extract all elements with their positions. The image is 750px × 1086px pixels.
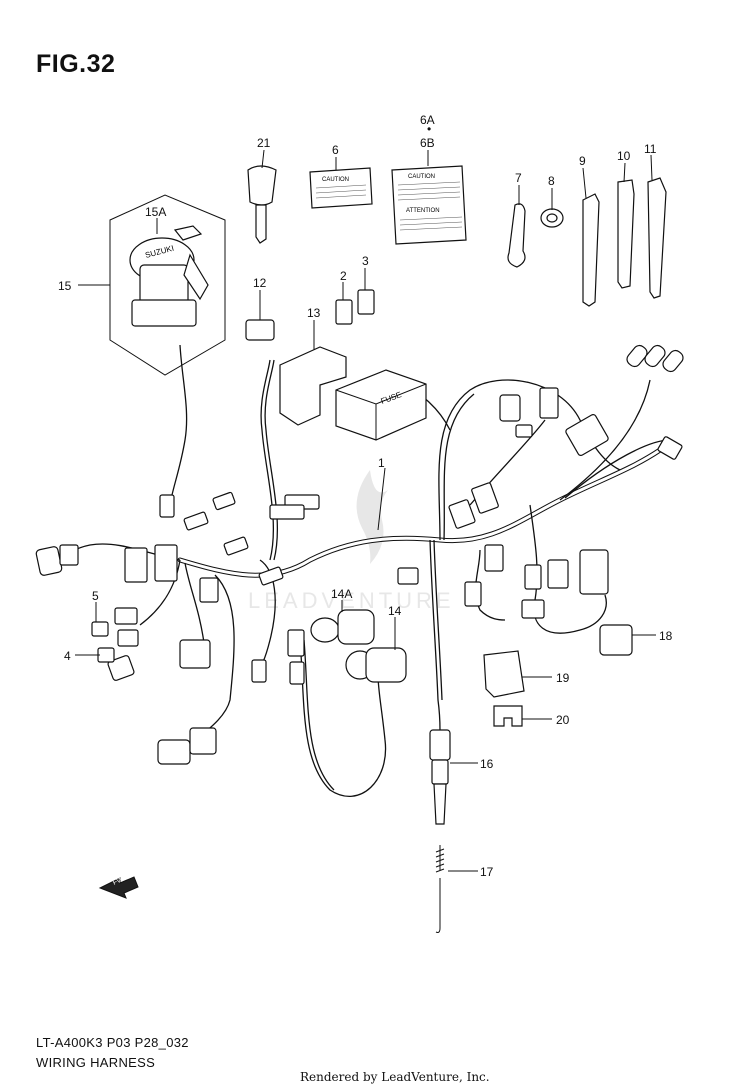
clamp-8[interactable] bbox=[540, 208, 564, 228]
callout-2: 2 bbox=[340, 269, 347, 283]
callouts: 1 2 3 4 5 6 6A • 6B 7 8 9 10 11 12 13 14… bbox=[58, 113, 673, 879]
sensor-14a[interactable] bbox=[310, 609, 375, 645]
caution-attention-label: CAUTION ATTENTION bbox=[391, 165, 467, 245]
caution-small-text: CAUTION bbox=[322, 177, 349, 183]
callout-13: 13 bbox=[307, 306, 321, 320]
callout-8: 8 bbox=[548, 174, 555, 188]
callout-15: 15 bbox=[58, 279, 72, 293]
callout-3: 3 bbox=[362, 254, 369, 268]
caution-large-text: CAUTION bbox=[408, 174, 435, 180]
figure-title: FIG.32 bbox=[36, 50, 116, 78]
attention-text: ATTENTION bbox=[406, 208, 440, 214]
cover-19[interactable] bbox=[483, 650, 525, 698]
callout-16: 16 bbox=[480, 757, 494, 771]
left-connectors[interactable] bbox=[35, 491, 320, 765]
callout-14a: 14A bbox=[331, 587, 352, 601]
callout-5: 5 bbox=[92, 589, 99, 603]
callout-7: 7 bbox=[515, 171, 522, 185]
relay-18[interactable] bbox=[599, 624, 633, 656]
callout-12: 12 bbox=[253, 276, 267, 290]
fwd-arrow-icon: FWD bbox=[98, 874, 139, 899]
watermark-text: LEADVENTURE bbox=[248, 588, 455, 613]
leader-lines bbox=[75, 149, 656, 872]
bracket-13[interactable] bbox=[279, 346, 347, 426]
clamp-7[interactable] bbox=[507, 203, 526, 268]
callout-6: 6 bbox=[332, 143, 339, 157]
model-code: LT-A400K3 P03 P28_032 bbox=[36, 1035, 189, 1050]
ignition-switch-assembly[interactable]: SUZUKI bbox=[109, 194, 226, 376]
bracket-20[interactable] bbox=[493, 705, 523, 727]
fuse-3[interactable] bbox=[357, 289, 375, 315]
cap-4[interactable] bbox=[97, 647, 115, 663]
callout-18: 18 bbox=[659, 629, 673, 643]
callout-14: 14 bbox=[388, 604, 402, 618]
callout-6a: 6A bbox=[420, 113, 435, 127]
callout-4: 4 bbox=[64, 649, 71, 663]
callout-19: 19 bbox=[556, 671, 570, 685]
callout-11: 11 bbox=[644, 142, 657, 156]
callout-17: 17 bbox=[480, 865, 494, 879]
callout-9: 9 bbox=[579, 154, 586, 168]
fuse-2[interactable] bbox=[335, 299, 353, 325]
callout-6a-dot: • bbox=[427, 122, 431, 136]
callout-6b: 6B bbox=[420, 136, 435, 150]
spring-17[interactable] bbox=[435, 845, 445, 933]
connector-12[interactable] bbox=[245, 319, 275, 341]
credit-text: Rendered by LeadVenture, Inc. bbox=[300, 1070, 490, 1084]
cable-tie-10[interactable] bbox=[617, 179, 635, 289]
right-connectors[interactable] bbox=[397, 343, 685, 619]
cable-tie-11[interactable] bbox=[647, 177, 667, 299]
sensor-14[interactable] bbox=[345, 647, 407, 683]
cap-5[interactable] bbox=[91, 621, 109, 637]
sensor-16[interactable] bbox=[429, 729, 451, 825]
cable-tie-9[interactable] bbox=[582, 193, 600, 307]
diagram-caption: WIRING HARNESS bbox=[36, 1055, 156, 1070]
callout-1: 1 bbox=[378, 456, 385, 470]
callout-15a: 15A bbox=[145, 205, 166, 219]
callout-21: 21 bbox=[257, 136, 271, 150]
fuse-box[interactable]: FUSE bbox=[335, 369, 427, 441]
caution-label-small: CAUTION bbox=[309, 167, 373, 209]
ignition-key[interactable] bbox=[247, 165, 277, 244]
callout-10: 10 bbox=[617, 149, 631, 163]
callout-20: 20 bbox=[556, 713, 570, 727]
